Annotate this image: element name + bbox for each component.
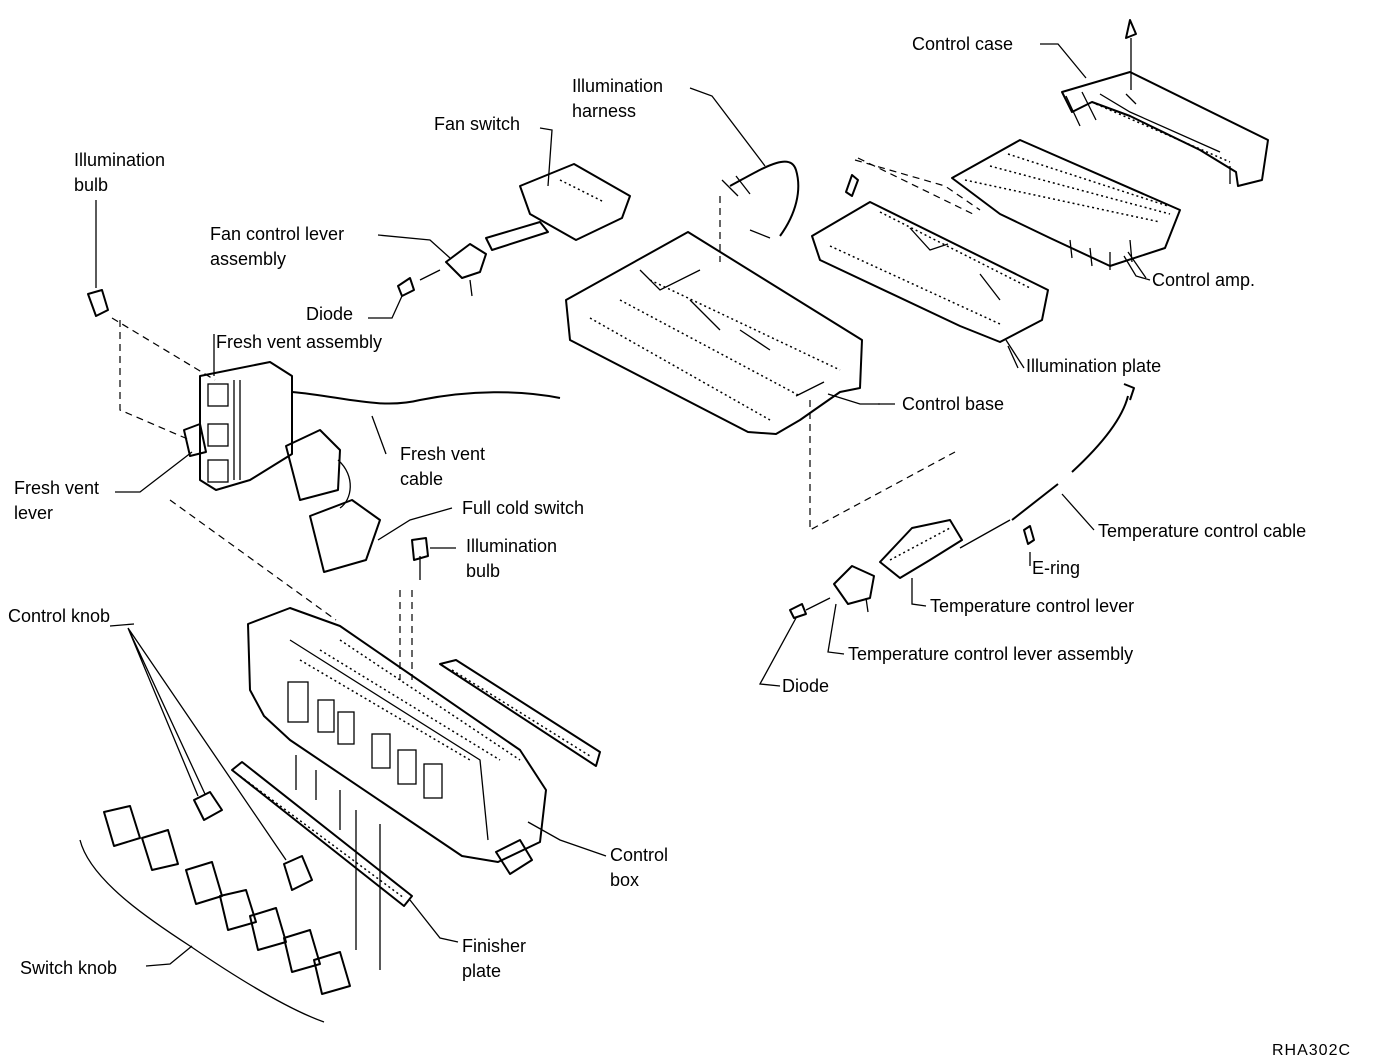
label-illumination-harness-line2: harness — [572, 101, 637, 121]
label-fan-control-lever-line2: assembly — [210, 249, 287, 269]
label-finisher-plate-line1: Finisher — [462, 936, 527, 956]
e-ring-part — [1023, 525, 1035, 566]
label-fan-control-lever-line1: Fan control lever — [210, 224, 345, 244]
label-fan-switch: Fan switch — [434, 114, 521, 134]
label-finisher-plate-line2: plate — [462, 961, 502, 981]
label-illumination-plate: Illumination plate — [1026, 356, 1162, 376]
label-fresh-vent-cable-line2: cable — [400, 469, 444, 489]
label-fresh-vent-lever-line2: lever — [14, 503, 54, 523]
illumination-harness-part — [689, 87, 800, 262]
reference-code: RHA302C — [1272, 1042, 1352, 1059]
control-case-part — [1061, 19, 1269, 187]
label-e-ring: E-ring — [1032, 558, 1081, 578]
label-temperature-control-lever-assembly: Temperature control lever assembly — [848, 644, 1134, 664]
label-illumination-bulb-mid-line2: bulb — [466, 561, 501, 581]
control-knob-parts — [109, 623, 313, 891]
label-diode-bottom: Diode — [782, 676, 830, 696]
temperature-control-lever-part — [879, 519, 1011, 607]
finisher-plate-strip-part — [231, 761, 459, 943]
control-base-part — [565, 231, 880, 435]
control-box-part — [247, 607, 607, 875]
label-full-cold-switch: Full cold switch — [462, 498, 585, 518]
switch-knob-parts — [79, 805, 351, 1023]
fresh-vent-assembly-part — [199, 334, 293, 491]
label-control-box-line2: box — [610, 870, 640, 890]
label-illumination-bulb-top-line1: Illumination — [74, 150, 166, 170]
label-fresh-vent-assembly: Fresh vent assembly — [216, 332, 383, 352]
illumination-bulb-mid-part — [399, 537, 456, 680]
label-illumination-harness-line1: Illumination — [572, 76, 664, 96]
label-temperature-control-cable: Temperature control cable — [1098, 521, 1307, 541]
fresh-vent-cable-part — [291, 391, 561, 455]
label-temperature-control-lever: Temperature control lever — [930, 596, 1135, 616]
label-illumination-bulb-top-line2: bulb — [74, 175, 109, 195]
label-diode-top: Diode — [306, 304, 354, 324]
illumination-plate-part — [811, 201, 1049, 369]
fan-control-lever-part — [377, 234, 487, 297]
temperature-control-cable-part — [1011, 383, 1135, 531]
label-control-case: Control case — [912, 34, 1014, 54]
fan-switch-part — [485, 127, 631, 251]
finisher-plate-rail-part — [439, 659, 601, 767]
illumination-bulb-left-part — [87, 200, 216, 441]
label-control-amp: Control amp. — [1152, 270, 1256, 290]
label-fresh-vent-lever-line1: Fresh vent — [14, 478, 100, 498]
label-control-box-line1: Control — [610, 845, 669, 865]
label-control-base: Control base — [902, 394, 1005, 414]
control-amp-part — [845, 139, 1181, 279]
label-leader-ticks — [368, 43, 1151, 405]
assembly-leader-lines — [169, 159, 981, 970]
label-fresh-vent-cable-line1: Fresh vent — [400, 444, 486, 464]
label-control-knob: Control knob — [8, 606, 111, 626]
diode-bottom-part — [758, 597, 831, 687]
fresh-vent-lever-part — [115, 423, 207, 493]
label-illumination-bulb-mid-line1: Illumination — [466, 536, 558, 556]
full-cold-switch-part — [285, 429, 453, 573]
label-switch-knob: Switch knob — [20, 958, 118, 978]
temperature-control-lever-assembly-part — [827, 565, 875, 655]
